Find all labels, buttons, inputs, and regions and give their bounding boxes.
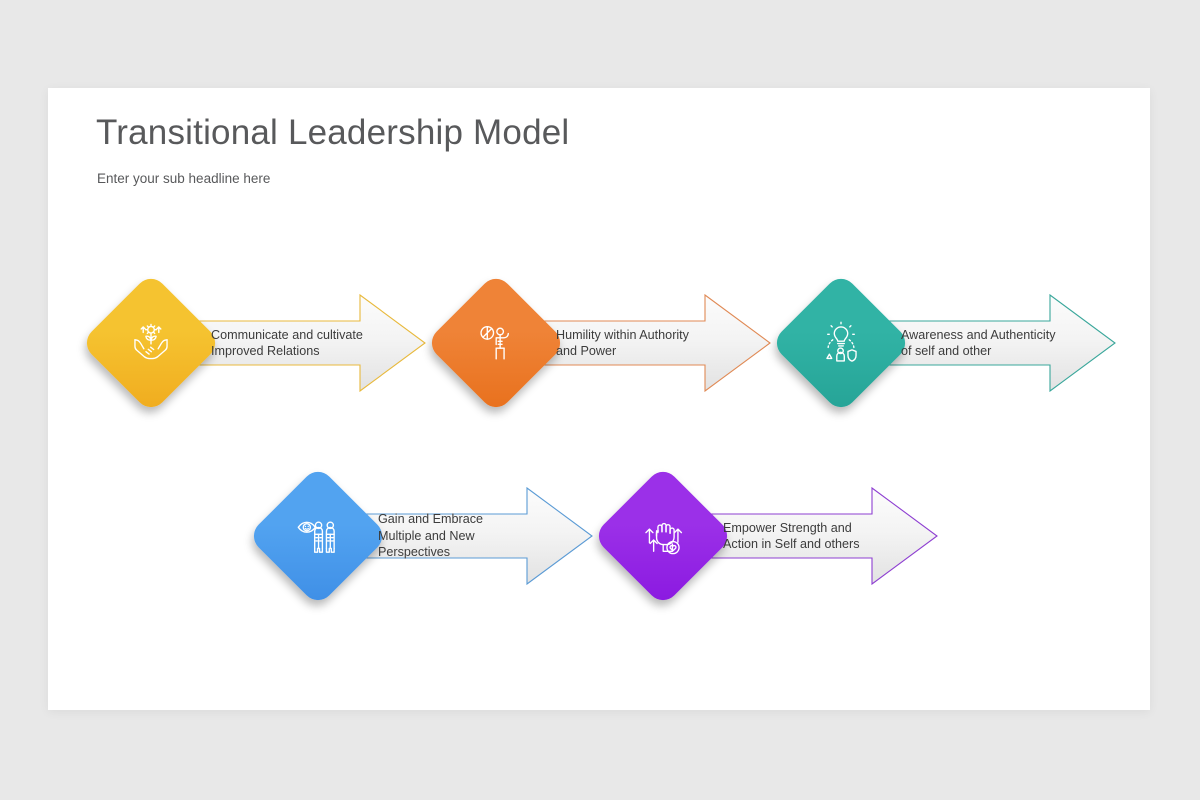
flow-arrow bbox=[529, 293, 771, 393]
page-subtitle: Enter your sub headline here bbox=[97, 171, 271, 186]
raised-fist-heart-icon bbox=[593, 466, 733, 606]
hands-nurturing-growth-icon bbox=[81, 273, 221, 413]
eye-two-people-icon bbox=[248, 466, 388, 606]
flow-arrow bbox=[351, 486, 593, 586]
person-authority-icon bbox=[426, 273, 566, 413]
lightbulb-person-shield-icon bbox=[771, 273, 911, 413]
flow-step-diamond[interactable] bbox=[80, 272, 222, 414]
flow-step-diamond[interactable] bbox=[247, 465, 389, 607]
flow-arrow bbox=[184, 293, 426, 393]
flow-step-diamond[interactable] bbox=[770, 272, 912, 414]
flow-step-diamond[interactable] bbox=[592, 465, 734, 607]
page-title: Transitional Leadership Model bbox=[96, 113, 570, 152]
slide-card: Transitional Leadership Model Enter your… bbox=[48, 88, 1150, 710]
flow-arrow bbox=[874, 293, 1116, 393]
flow-arrow bbox=[696, 486, 938, 586]
flow-step-diamond[interactable] bbox=[425, 272, 567, 414]
